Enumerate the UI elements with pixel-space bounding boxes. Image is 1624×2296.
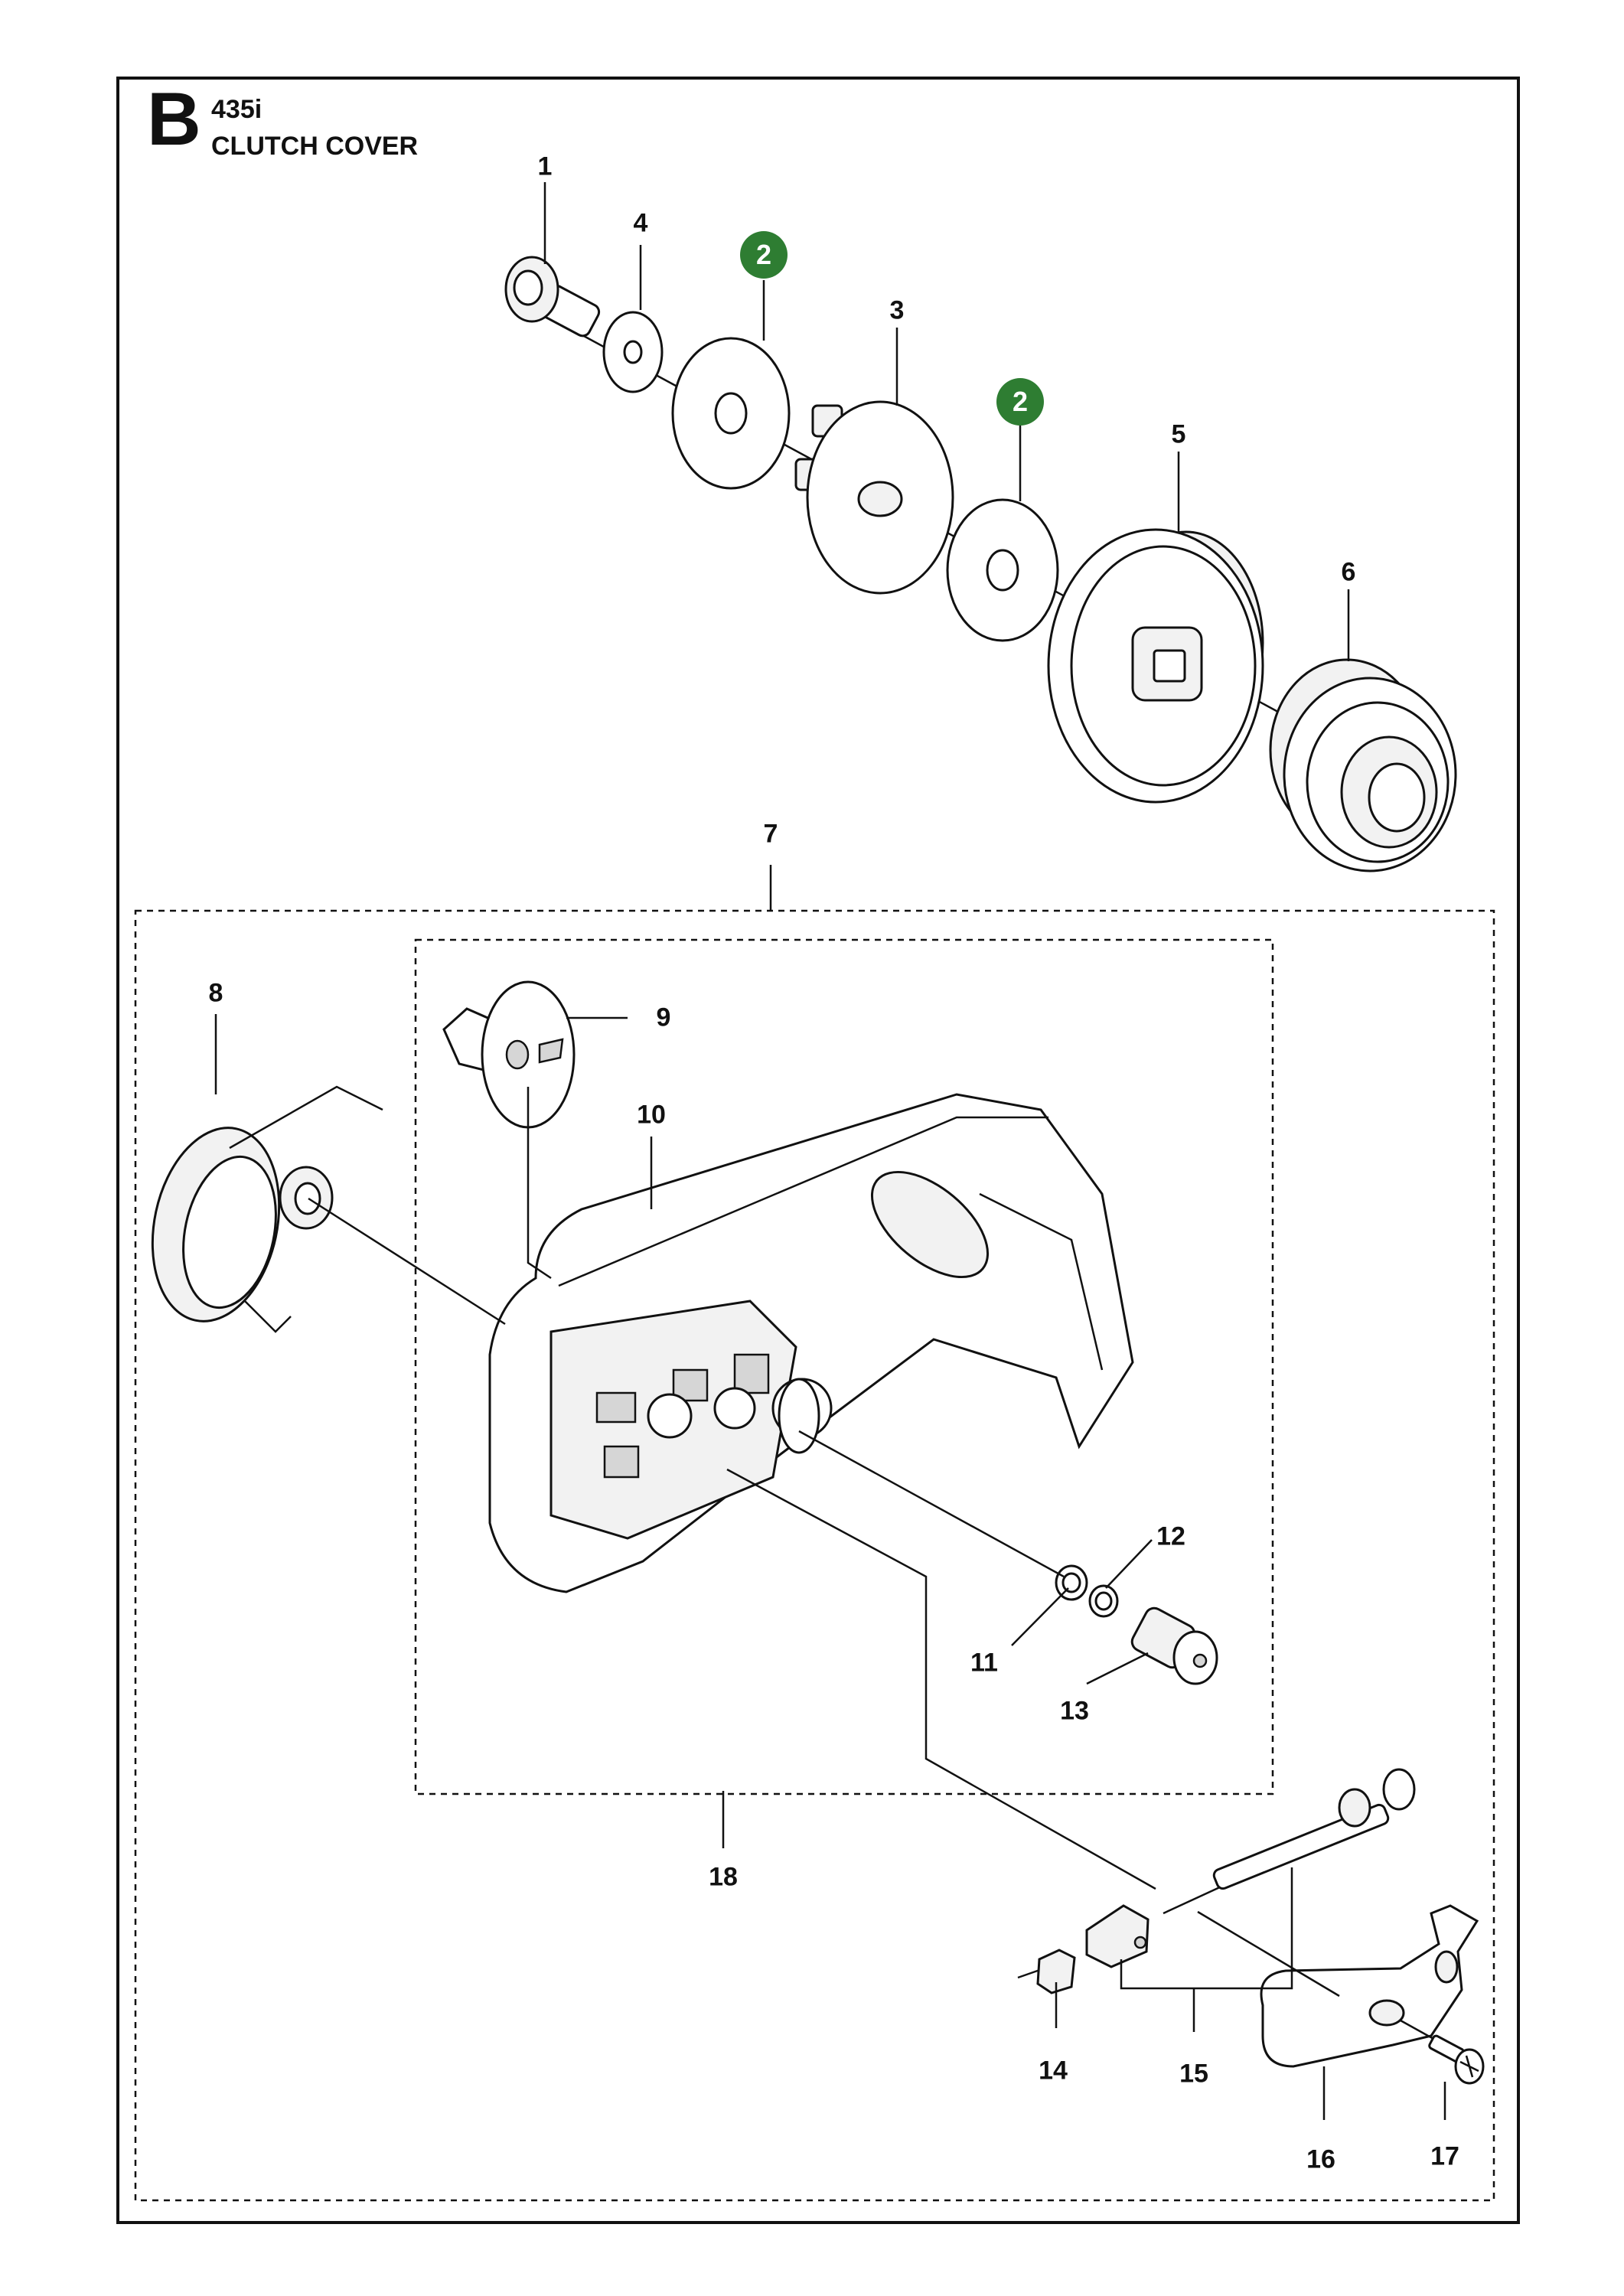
model-name: 435i — [211, 95, 263, 124]
callout-18: 18 — [709, 1862, 738, 1892]
tensioner-part-15 — [1085, 1768, 1416, 1968]
callout-17: 17 — [1430, 2141, 1459, 2171]
callout-7: 7 — [763, 819, 778, 849]
drive-plate-part-3 — [794, 400, 954, 595]
callout-12: 12 — [1156, 1521, 1185, 1551]
callout-10: 10 — [637, 1100, 666, 1130]
callout-11: 11 — [970, 1648, 998, 1678]
callout-2-highlight-a: 2 — [740, 231, 788, 279]
ring-part-11 — [1055, 1564, 1088, 1601]
knob-part-13 — [1130, 1606, 1218, 1685]
screw-part-17 — [1400, 2019, 1485, 2085]
clutch-drum-part-5 — [1047, 528, 1264, 804]
bolt-part-1 — [504, 256, 601, 338]
leader-lines — [214, 182, 1446, 2120]
section-title: CLUTCH COVER — [211, 132, 419, 161]
assembly-box-7 — [134, 909, 1495, 2202]
washer-part-2b — [946, 498, 1059, 642]
callout-16: 16 — [1306, 2144, 1335, 2174]
page-frame — [116, 77, 1520, 2224]
callout-8: 8 — [208, 978, 223, 1008]
guide-plate-part-16 — [1260, 1904, 1479, 2068]
cover-part-9 — [442, 980, 576, 1129]
callout-13: 13 — [1060, 1696, 1089, 1726]
callout-3: 3 — [889, 295, 905, 325]
callout-5: 5 — [1171, 419, 1186, 449]
callout-15: 15 — [1179, 2059, 1208, 2089]
cover-body-part-10 — [488, 1093, 1134, 1593]
callout-6: 6 — [1341, 557, 1356, 587]
callout-9: 9 — [656, 1003, 671, 1032]
ring-part-12 — [1088, 1584, 1119, 1618]
callout-4: 4 — [633, 208, 648, 238]
callout-2-highlight-b: 2 — [996, 378, 1044, 426]
clutch-part-8 — [151, 1085, 383, 1333]
washer-part-4 — [602, 311, 664, 393]
callout-1: 1 — [537, 152, 553, 181]
section-letter: B — [147, 77, 201, 161]
assembly-box-18 — [414, 938, 1274, 1795]
callout-14: 14 — [1039, 2056, 1068, 2086]
sprocket-part-6 — [1269, 658, 1457, 872]
nut-part-14 — [1017, 1949, 1076, 1994]
washer-part-2a — [671, 337, 791, 490]
